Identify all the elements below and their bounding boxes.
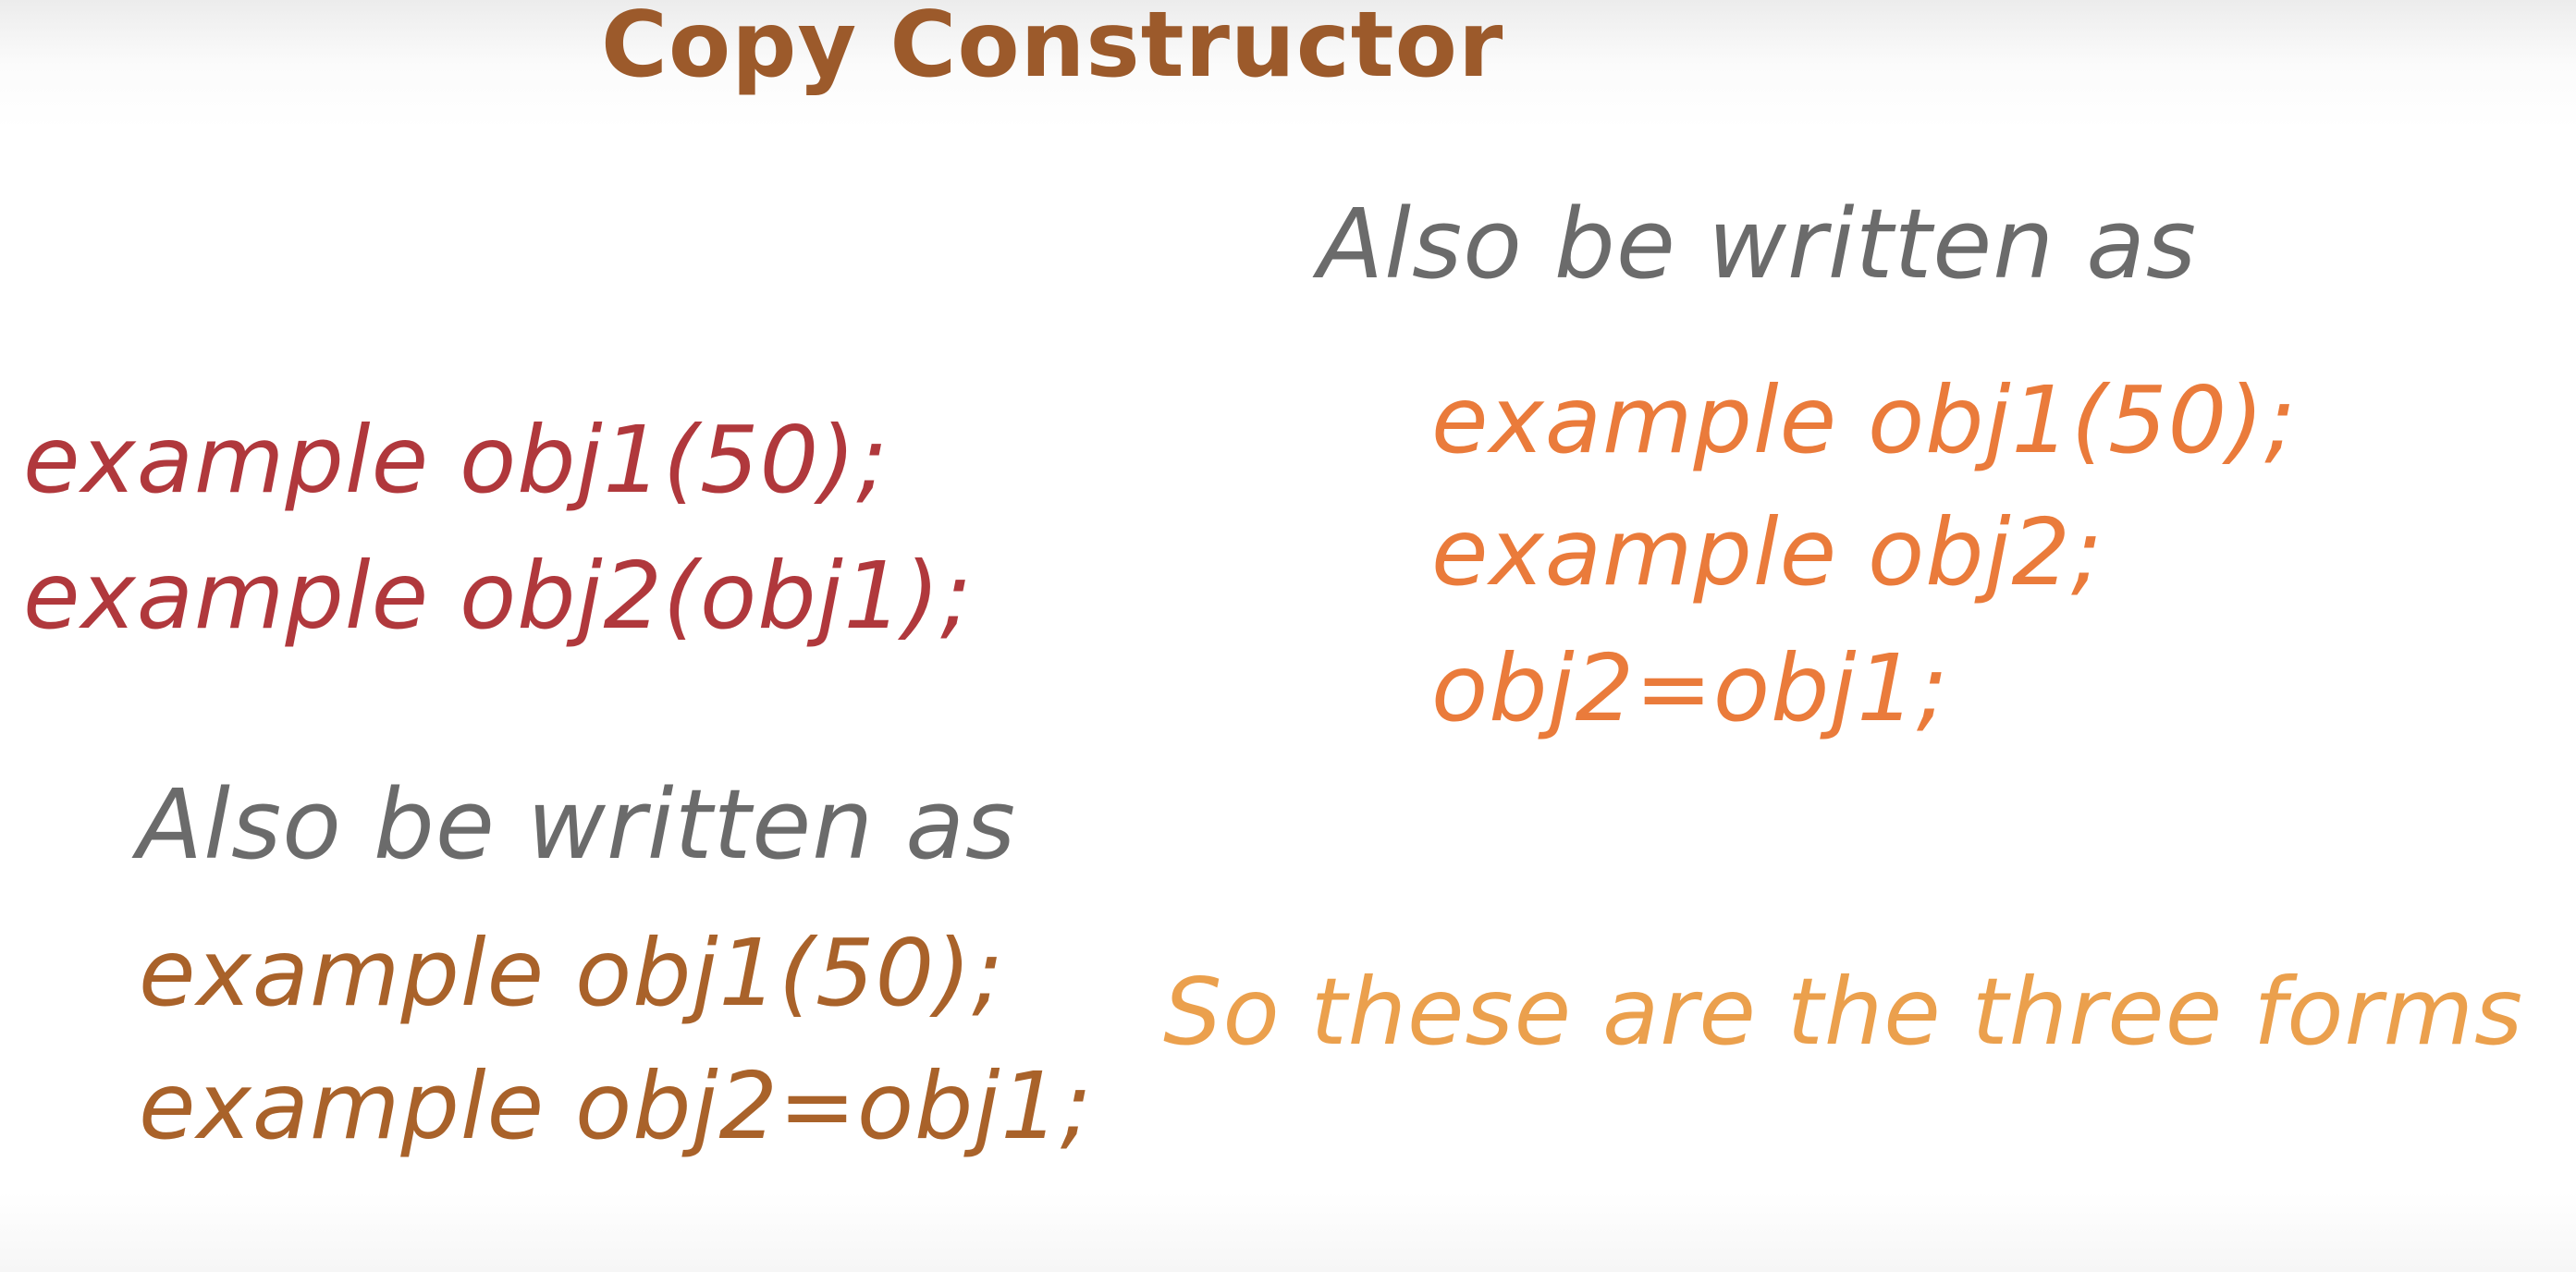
red-code-line-1: example obj1(50); (23, 406, 889, 514)
brown-code-line-2: example obj2=obj1; (139, 1052, 1093, 1160)
orange-code-line-1: example obj1(50); (1431, 366, 2297, 474)
summary-text: So these are the three forms (1163, 958, 2524, 1066)
left-note: Also be written as (137, 768, 1017, 881)
orange-code-line-3: obj2=obj1; (1431, 634, 1949, 742)
brown-code-line-1: example obj1(50); (139, 919, 1004, 1027)
red-code-line-2: example obj2(obj1); (23, 542, 973, 650)
right-note: Also be written as (1318, 188, 2198, 300)
orange-code-line-2: example obj2; (1431, 498, 2104, 606)
page-title: Copy Constructor (601, 0, 1504, 98)
